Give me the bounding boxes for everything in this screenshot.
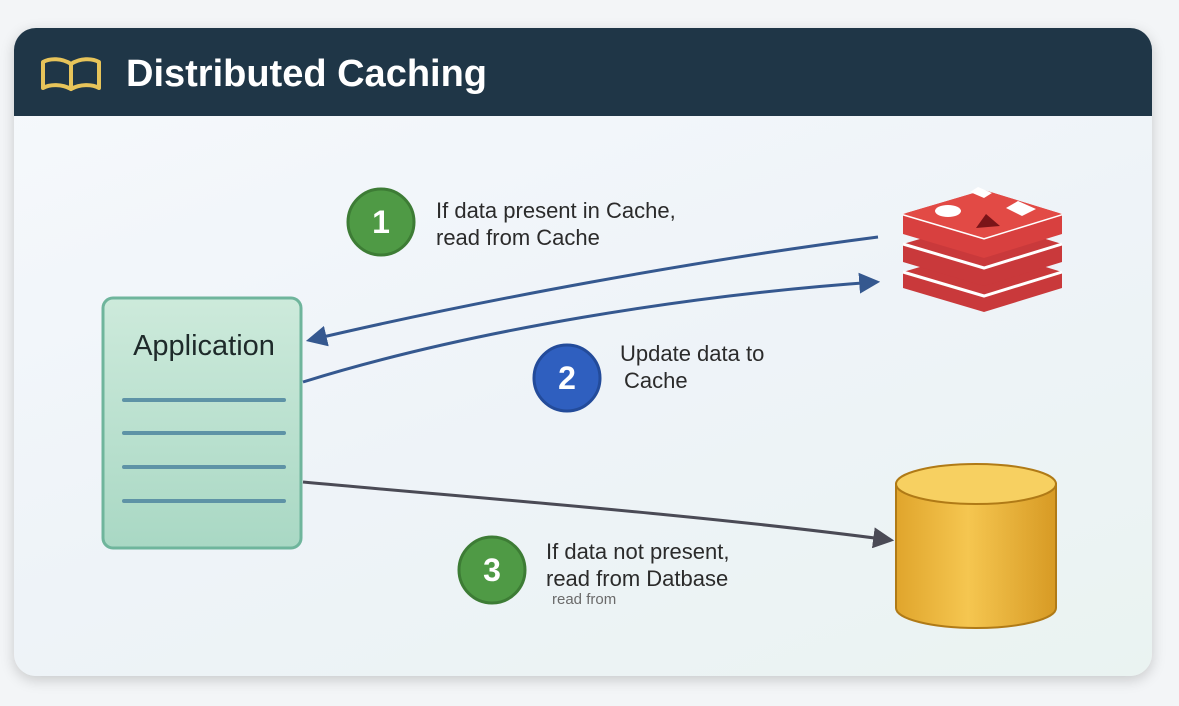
page-title: Distributed Caching xyxy=(126,53,488,95)
step-3-number: 3 xyxy=(483,552,501,588)
step-3-text-ghost: read from xyxy=(552,591,616,608)
step-1-number: 1 xyxy=(372,204,390,240)
step-3-badge xyxy=(457,535,527,605)
redis-stack-icon xyxy=(902,187,1063,312)
step-1-badge xyxy=(346,187,416,257)
step-2-number: 2 xyxy=(558,360,576,396)
step-2-text-line2: Cache xyxy=(624,368,688,393)
arrow-app-to-database xyxy=(302,480,895,549)
database-cylinder-icon xyxy=(895,463,1057,629)
application-node: Application xyxy=(101,296,303,550)
step-2-text-line1: Update data to xyxy=(620,341,764,366)
step-2: 2 Update data to Cache xyxy=(532,341,764,413)
step-3: 3 If data not present, read from Datbase… xyxy=(457,535,729,608)
arrow-app-to-cache xyxy=(302,272,881,384)
step-1-text-line2: read from Cache xyxy=(436,225,600,250)
step-3-text-line1: If data not present, xyxy=(546,539,729,564)
arrow-cache-to-app xyxy=(305,235,879,347)
application-label: Application xyxy=(133,330,275,362)
step-1-text-line1: If data present in Cache, xyxy=(436,198,676,223)
step-3-text-line2: read from Datbase xyxy=(546,566,728,591)
step-2-badge xyxy=(532,343,602,413)
step-1: 1 If data present in Cache, read from Ca… xyxy=(346,187,676,257)
open-book-icon xyxy=(41,57,101,91)
header-bar: Distributed Caching xyxy=(14,28,1152,116)
